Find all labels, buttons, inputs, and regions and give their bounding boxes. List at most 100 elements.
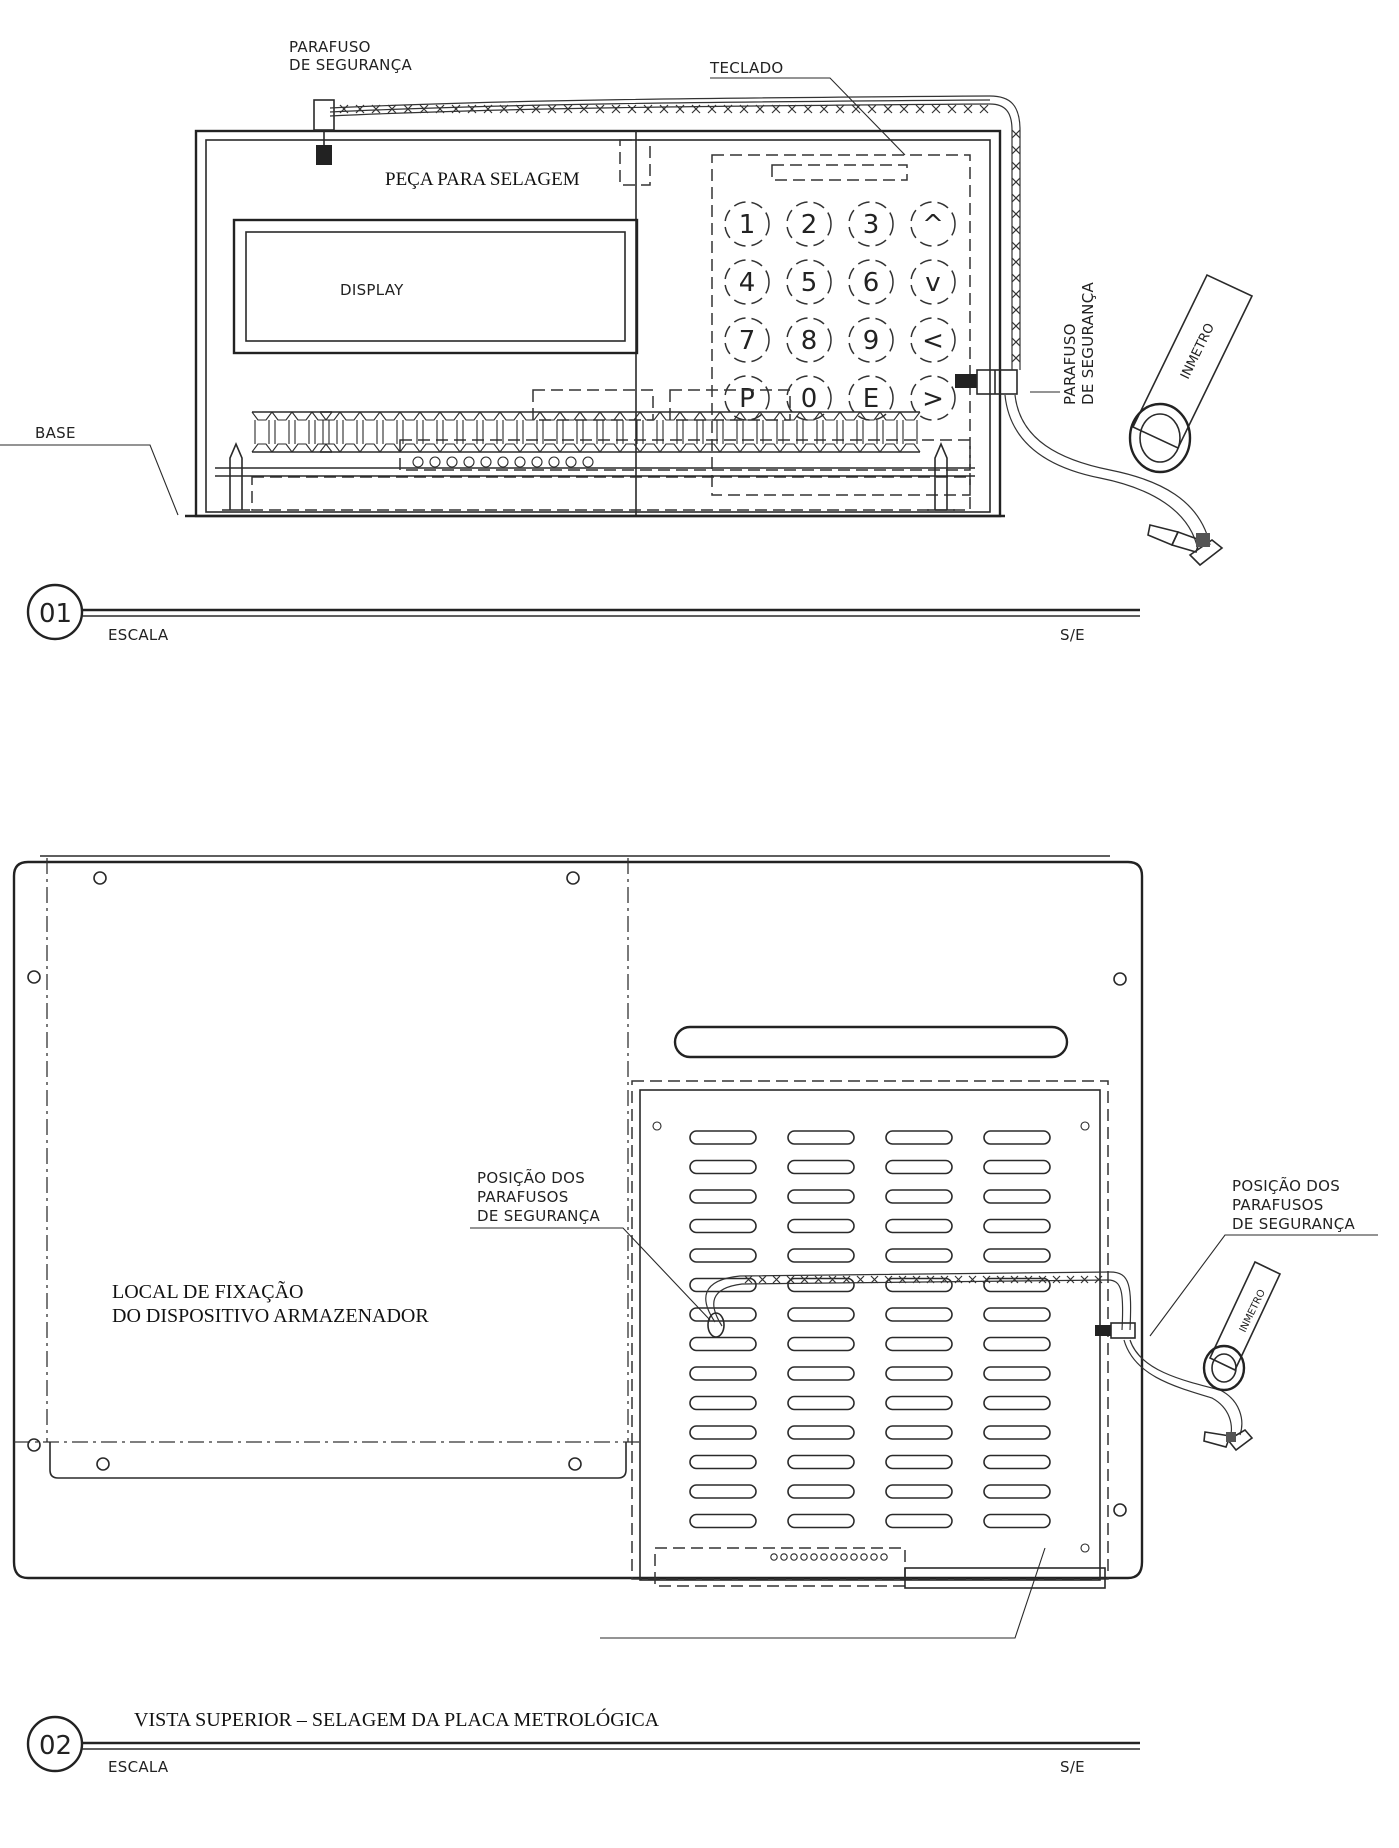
vent-slot [885,1395,953,1411]
detail-number-02: 02 [39,1731,72,1761]
connector-pin [830,1553,838,1561]
keypad-key-label: 0 [801,384,818,414]
keyboard-connector [771,164,908,181]
vent-slot [689,1218,757,1234]
keypad-key-label: 5 [801,268,818,298]
vent-slot [689,1130,757,1145]
wire-twist [1011,321,1021,331]
vent-slot [885,1513,953,1529]
board-ventilation-slots [689,1130,1051,1529]
vent-slot [983,1307,1051,1322]
terminal-screw [582,456,594,468]
wire-twist [819,104,829,114]
connector-pin [820,1553,828,1561]
wire-twist [419,104,429,114]
wire-twist [579,104,589,114]
vent-slot [885,1277,953,1293]
vent-slot [787,1395,855,1411]
keypad-key: 5 [786,259,832,305]
sealing-wire-view2 [705,1271,1243,1441]
wire-twist [828,1275,837,1284]
connector-pin [880,1553,888,1561]
keypad-key-label: 7 [739,326,756,356]
wire-twist [772,1275,781,1284]
keypad-key-label: 9 [863,326,880,356]
vent-slot [787,1366,855,1381]
wire-twist [403,104,413,114]
terminal-screw [548,456,560,468]
vent-slot [885,1484,953,1499]
terminal-contact [619,411,641,453]
wire-twist [926,1275,935,1284]
terminal-contact [739,411,761,453]
terminal-contact [779,411,801,453]
terminal-contact [271,411,293,453]
terminal-contact [799,411,821,453]
storage-device-label-line1: LOCAL DE FIXAÇÃO [112,1279,303,1303]
keypad-key: 1 [724,201,770,247]
wire-twist [1011,305,1021,315]
inmetro-seal-label: INMETRO [1178,321,1218,382]
terminal-contact [499,411,521,453]
keypad-key-label: 1 [739,210,756,240]
wire-twist [1010,1275,1019,1284]
wire-twist [595,104,605,114]
wire-twist [1011,129,1021,139]
top-slot [673,1025,1069,1059]
view-title: VISTA SUPERIOR – SELAGEM DA PLACA METROL… [134,1707,660,1731]
leader-lines-view1 [0,77,1060,516]
vent-slot [983,1425,1051,1440]
wire-twist [611,104,621,114]
wire-twist [1011,145,1021,155]
detail-number-01: 01 [39,599,72,629]
wire-twist [1011,193,1021,203]
vent-slot [983,1513,1051,1529]
terminal-contact [379,411,401,453]
keypad-key-label: > [922,384,944,414]
sealing-wire-twists [339,104,1021,363]
keypad-key-label: 6 [863,268,880,298]
keypad-key: 8 [786,317,832,363]
base-label: BASE [35,424,76,442]
terminal-screw [463,456,475,468]
terminal-contact [899,411,921,453]
keypad-key: P [724,375,770,421]
terminal-contact [319,411,341,453]
detail-marker-01: 01 ESCALA S/E [26,583,1140,644]
scale-value-01: S/E [1060,626,1085,644]
wire-twist [963,104,973,114]
vent-slot [983,1159,1051,1175]
sealing-wire [329,95,1211,551]
wire-twist [786,1275,795,1284]
display-label: DISPLAY [340,281,404,299]
terminal-contact [479,411,501,453]
wire-twist [1011,289,1021,299]
keypad-key-label: 8 [801,326,818,356]
terminal-contact [519,411,541,453]
right-screw-label-line2: DE SEGURANÇA [1079,282,1097,405]
connector-pin [780,1553,788,1561]
wire-twist [899,104,909,114]
wire-twist [1011,257,1021,267]
wire-twist [884,1275,893,1284]
keypad-key-label: P [739,384,755,414]
wire-twist [707,104,717,114]
wire-twist [835,104,845,114]
wire-twist [371,104,381,114]
terminal-contact [679,411,701,453]
wire-twist [1011,209,1021,219]
terminal-contact [439,411,461,453]
wire-twist [851,104,861,114]
terminal-contact [559,411,581,453]
vent-slot [885,1218,953,1234]
keypad-key-label: 2 [801,210,818,240]
vent-slot [787,1513,855,1529]
wire-twist [627,104,637,114]
wire-twist [659,104,669,114]
keypad-key: > [910,375,956,421]
keypad-key-label: < [922,326,944,356]
wire-twist [1011,353,1021,363]
left-mount-post [222,441,250,511]
